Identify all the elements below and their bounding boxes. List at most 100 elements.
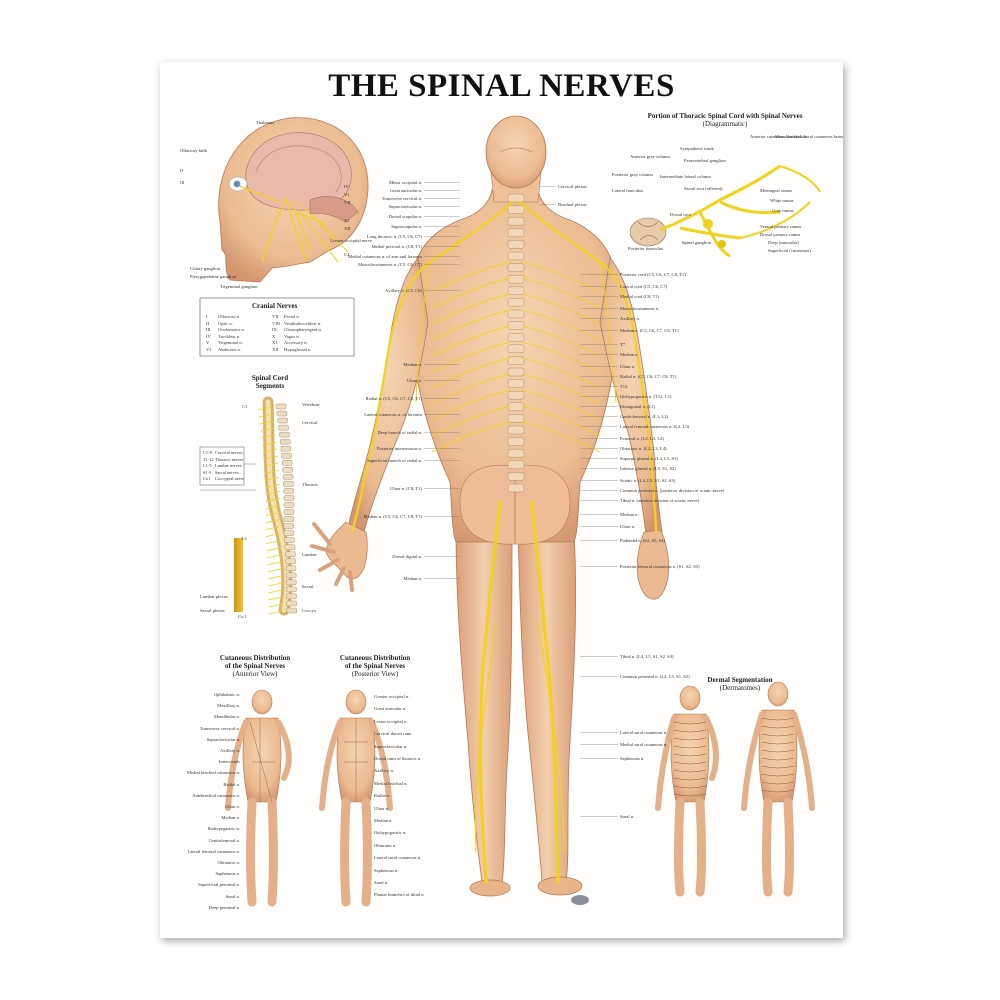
main-label-right: Medial sural cutaneous n.: [620, 742, 668, 747]
main-label-left: Superficial branch of radial n.: [367, 458, 422, 463]
head-label: Trigeminal ganglion: [220, 284, 258, 289]
cranial-nerves-box: [199, 297, 355, 357]
segment-label-right: Cervical: [302, 420, 318, 425]
cranial-nerve-cell: XI: [272, 340, 277, 346]
main-label-right: Saphenous n.: [620, 756, 645, 761]
head-label: III: [180, 180, 185, 185]
cranial-nerve-cell: XII: [272, 347, 279, 352]
intercostal-nerves: [431, 261, 601, 453]
segments-caption-line2: Segments: [255, 382, 285, 390]
head-label: C4: [344, 252, 350, 257]
main-label-right: Medial cord (C8, T1): [620, 294, 660, 299]
head-illustration: [218, 117, 369, 283]
nerve-network: [350, 200, 658, 884]
posterior-label: Lesser occipital n.: [374, 718, 408, 724]
segment-label-right: Vertebrae: [302, 402, 320, 407]
segment-label-sacral-plexus: Sacral plexus: [200, 608, 225, 613]
segment-label-right: Thoracic: [302, 482, 319, 487]
posterior-label: Median n.: [374, 818, 393, 823]
thoracic-label: Anterior gray column: [630, 154, 670, 159]
main-label-right: Lateral cord (C5, C6, C7): [620, 284, 668, 289]
posterior-label: Axillary n.: [374, 768, 394, 774]
cutaneous-anterior-line1: Cutaneous Distribution: [219, 654, 291, 662]
segment-label-right: Coccyx: [302, 608, 317, 613]
head-label: IV: [344, 184, 349, 189]
dermal-caption-line1: Dermal Segmentation: [707, 676, 773, 684]
central-body: [310, 115, 670, 905]
main-label-right: Ulnar n.: [620, 524, 636, 529]
anterior-label: Sural n.: [225, 893, 240, 899]
main-label-right: Musculocutaneous n.: [620, 306, 660, 311]
segment-legend-cell: L1-5: [203, 463, 212, 469]
poster: THE SPINAL NERVES Portion of Thoracic Sp…: [160, 62, 843, 938]
head-label: VII: [344, 200, 351, 205]
main-label-right: Tibial n. (L4, L5, S1, S2, S3): [620, 654, 674, 659]
thoracic-label: Intermediate lateral column: [660, 174, 711, 179]
spinal-segments-illustration: [199, 396, 297, 616]
main-label-right: Lateral femoral cutaneous n. (L2, L3): [620, 424, 690, 429]
segment-legend-cell: Sacral nerves: [215, 469, 239, 475]
anterior-label: Saphenous n.: [215, 871, 241, 877]
segment-label-lumbar-plexus: Lumbar plexus: [200, 594, 228, 599]
main-label-left: Supraclavicular n.: [388, 204, 422, 209]
thoracic-label: Posterior funiculus: [628, 246, 663, 251]
anterior-label: Transverse cervical n.: [199, 725, 240, 731]
anterior-label: Mandibular n.: [213, 714, 240, 720]
thoracic-caption: Portion of Thoracic Spinal Cord with Spi…: [620, 112, 830, 128]
posterior-label: Sural n.: [374, 880, 389, 885]
thoracic-caption-line1: Portion of Thoracic Spinal Cord with Spi…: [647, 112, 803, 120]
thoracic-label: Lateral funiculus: [612, 188, 644, 193]
anterior-label: Genitofemoral n.: [208, 837, 240, 843]
main-label-left: Dorsal digital n.: [392, 554, 422, 559]
anterior-label: Superficial peroneal n.: [198, 882, 240, 888]
main-label-right: Obturator n. (L2, L3, L4): [620, 446, 667, 451]
anterior-figure: [225, 689, 292, 907]
segment-legend-cell: C1-8: [203, 450, 212, 455]
segment-legend-cell: Co1: [203, 476, 211, 482]
anterior-label: Ulnar n.: [224, 804, 240, 809]
anterior-label: Intercostals: [218, 759, 240, 765]
segment-label-right: Sacral: [302, 584, 314, 589]
segments-caption: Spinal Cord Segments: [230, 374, 310, 390]
thoracic-label: Gray ramus: [772, 208, 794, 213]
main-label-right: Posterior cord (C5, C6, C7, C8, T1): [620, 272, 686, 277]
cranial-nerve-cell: Glossopharyngeal n.: [284, 327, 322, 333]
cranial-nerve-cell: Vagus n.: [284, 333, 300, 339]
head-label: Greater occipital nerve: [330, 238, 373, 243]
posterior-label: Obturator n.: [374, 842, 397, 848]
main-label-left: Ulnar n. (C8, T1): [390, 486, 422, 491]
posterior-label: Iliohypogastric n.: [374, 830, 407, 836]
dermatome-stripes: [673, 717, 795, 797]
thoracic-label: Anterior cutaneous branch: [750, 134, 799, 139]
anterior-label: Axillary n.: [220, 748, 240, 753]
segment-label-l1: L1: [242, 536, 248, 541]
posterior-label: Dorsal rami of thoracic n.: [374, 756, 422, 761]
cranial-nerve-cell: Vestibulocochlear n.: [284, 320, 322, 326]
anterior-label: Radial n.: [223, 781, 240, 787]
segment-label-co1: Co 1: [238, 614, 247, 619]
thoracic-label: Paravertebral ganglion: [684, 158, 726, 163]
thoracic-label: Ventral primary ramus: [760, 224, 802, 229]
posterior-label: Lateral sural cutaneous n.: [374, 855, 422, 861]
anterior-label: Median n.: [221, 815, 240, 821]
main-label-right: Median n.: [620, 352, 639, 357]
main-label-left: Suprascapular n.: [391, 224, 422, 229]
main-label-right: Ulnar n.: [620, 364, 636, 369]
main-label-right: Common peroneal n. (L4, L5, S1, S2): [620, 674, 690, 679]
cranial-nerve-cell: IX: [272, 327, 277, 333]
cranial-nerve-cell: Trochlear n.: [218, 333, 241, 339]
cranial-nerve-cell: V: [206, 340, 210, 346]
head-label: VI: [344, 192, 349, 197]
cranial-nerve-cell: Accessory n.: [284, 340, 308, 346]
anterior-label: Ophthalmic n.: [213, 692, 240, 697]
cutaneous-posterior-caption: Cutaneous Distribution of the Spinal Ner…: [320, 654, 430, 678]
main-label-right: Brachial plexus: [558, 202, 587, 207]
cutaneous-anterior-line2: of the Spinal Nerves: [224, 662, 286, 670]
anterior-label: Lateral femoral cutaneous n.: [187, 848, 240, 854]
main-label-right: Median n.: [620, 512, 639, 517]
head-label: Pterygopalatine ganglion: [190, 274, 237, 279]
posterior-label: Medial brachial n.: [374, 780, 408, 786]
posterior-label: Radial n.: [374, 793, 391, 799]
main-label-left: Ulnar n.: [406, 378, 422, 383]
cranial-nerve-cell: Oculomotor n.: [218, 327, 245, 333]
